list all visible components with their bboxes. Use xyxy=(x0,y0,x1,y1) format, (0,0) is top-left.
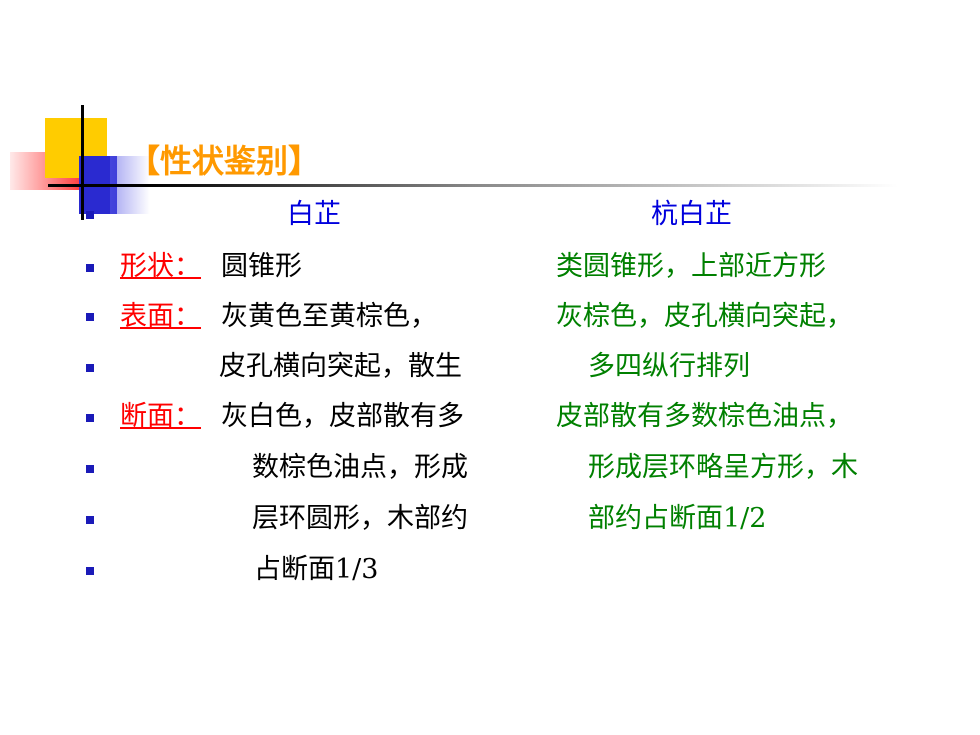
row-left-text: 层环圆形，木部约 xyxy=(252,503,468,534)
bullet xyxy=(86,364,94,372)
slide-title: 【性状鉴别】 xyxy=(128,142,321,180)
bullet xyxy=(86,211,94,219)
bullet xyxy=(86,313,94,321)
row-left-text: 灰白色，皮部散有多 xyxy=(221,401,464,432)
row-label: 断面： xyxy=(120,401,201,432)
row-left-text: 圆锥形 xyxy=(221,251,302,282)
row-left-text: 数棕色油点，形成 xyxy=(252,452,468,483)
row-right-text: 类圆锥形，上部近方形 xyxy=(556,251,826,282)
row-right-text: 部约占断面1/2 xyxy=(588,503,767,534)
bullet xyxy=(86,414,94,422)
row-right-text: 灰棕色，皮孔横向突起， xyxy=(556,301,853,332)
bullet xyxy=(86,264,94,272)
row-right-text: 形成层环略呈方形，木 xyxy=(588,452,858,483)
row-label: 表面： xyxy=(120,301,201,332)
row-right-text: 多四纵行排列 xyxy=(588,351,750,382)
bullet xyxy=(86,567,94,575)
row-label: 形状： xyxy=(120,251,201,282)
column-header-left: 白芷 xyxy=(287,199,341,230)
row-left-text: 占断面1/3 xyxy=(254,554,379,585)
decor-vertical-line xyxy=(81,105,84,220)
row-left-text: 皮孔横向突起，散生 xyxy=(219,351,462,382)
bullet xyxy=(86,465,94,473)
decor-horizontal-line xyxy=(48,184,898,187)
bullet xyxy=(86,516,94,524)
row-right-text: 皮部散有多数棕色油点， xyxy=(556,401,853,432)
row-left-text: 灰黄色至黄棕色， xyxy=(221,301,437,332)
column-header-right: 杭白芷 xyxy=(651,199,732,230)
